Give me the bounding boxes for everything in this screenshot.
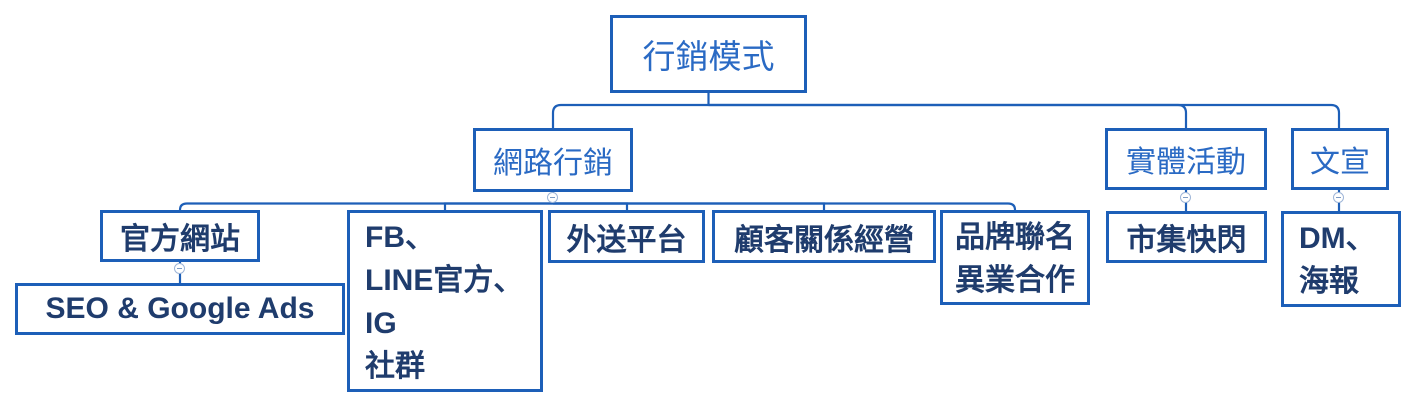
- collapse-toggle-print-materials[interactable]: [1333, 192, 1344, 203]
- connector-online-to-website: [178, 202, 553, 211]
- connector-root-to-offline: [708, 103, 1188, 128]
- node-co-branding[interactable]: 品牌聯名 異業合作: [940, 210, 1090, 305]
- node-seo-google-ads[interactable]: SEO & Google Ads: [15, 283, 345, 335]
- minus-icon: [177, 268, 182, 269]
- minus-icon: [1183, 197, 1188, 198]
- minus-icon: [1336, 197, 1341, 198]
- node-delivery-platforms[interactable]: 外送平台: [548, 210, 705, 263]
- node-customer-relationship[interactable]: 顧客關係經營: [712, 210, 936, 263]
- node-official-website[interactable]: 官方網站: [100, 210, 260, 262]
- node-dm-posters[interactable]: DM、 海報: [1281, 211, 1401, 307]
- collapse-toggle-offline-events[interactable]: [1180, 192, 1191, 203]
- node-print-materials[interactable]: 文宣: [1291, 128, 1389, 190]
- minus-icon: [550, 197, 555, 198]
- node-marketing-model[interactable]: 行銷模式: [610, 15, 807, 93]
- node-offline-events[interactable]: 實體活動: [1105, 128, 1267, 190]
- connector-root-to-print: [708, 103, 1341, 128]
- collapse-toggle-official-website[interactable]: [174, 263, 185, 274]
- node-online-marketing[interactable]: 網路行銷: [473, 128, 633, 192]
- node-social-media[interactable]: FB、 LINE官方、 IG 社群: [347, 210, 543, 392]
- connector-online-to-cobrand: [553, 202, 1017, 211]
- collapse-toggle-online-marketing[interactable]: [547, 192, 558, 203]
- node-pop-up-markets[interactable]: 市集快閃: [1106, 211, 1267, 263]
- connector-root-to-online: [551, 103, 709, 128]
- connector-online-to-social: [443, 202, 553, 210]
